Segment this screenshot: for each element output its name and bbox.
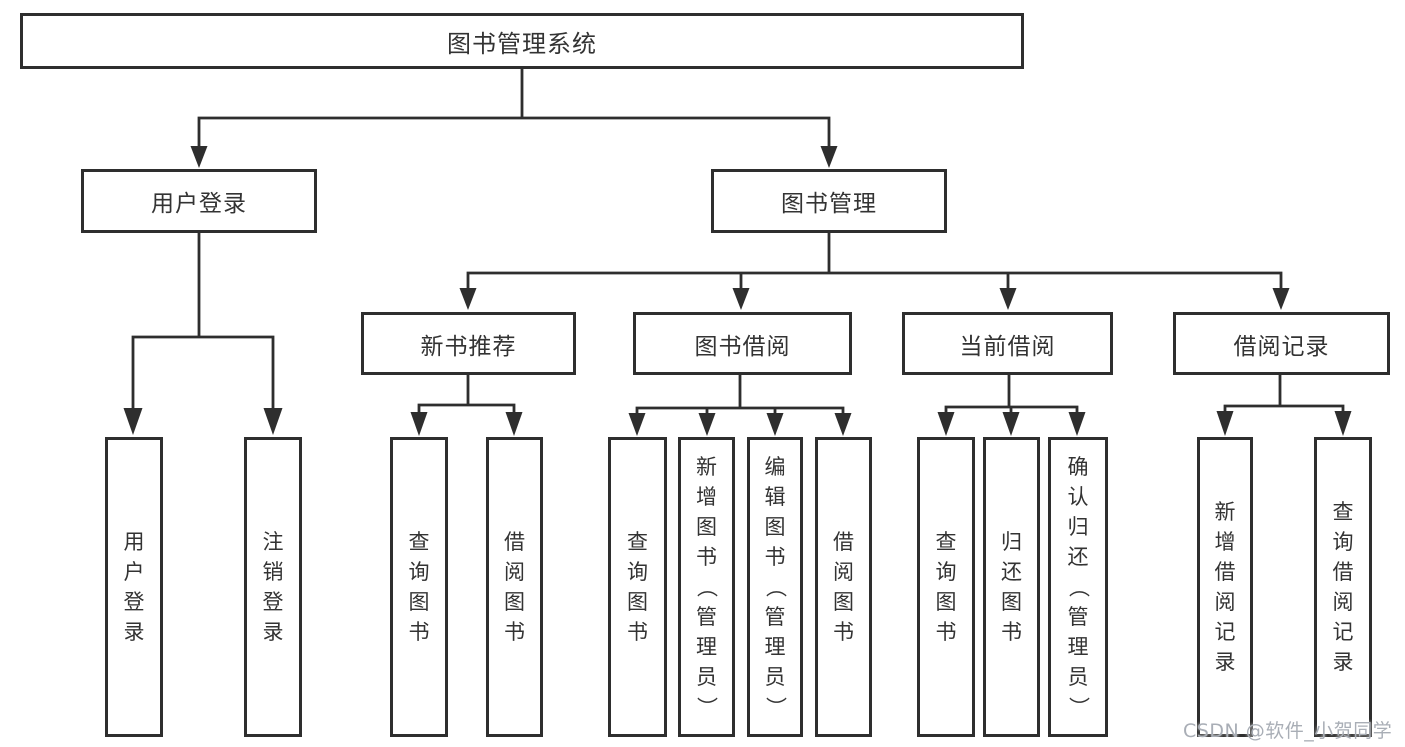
connector-root-split <box>197 116 831 148</box>
node-leaf-add-borrow-record: 新增借阅记录 <box>1197 437 1253 737</box>
node-leaf-query-borrow-record: 查询借阅记录 <box>1314 437 1372 737</box>
node-leaf-user-login: 用户登录 <box>105 437 163 737</box>
node-leaf-logout: 注销登录 <box>244 437 302 737</box>
node-borrow-records: 借阅记录 <box>1173 312 1390 375</box>
node-current-borrowing: 当前借阅 <box>902 312 1113 375</box>
connector-newbook-split <box>417 403 516 414</box>
node-library-system: 图书管理系统 <box>20 13 1024 69</box>
node-label: 用户登录 <box>151 191 247 217</box>
node-label: 图书管理 <box>781 191 877 217</box>
csdn-watermark: CSDN @软件_小贺同学 <box>1183 720 1393 742</box>
node-label: 当前借阅 <box>959 333 1056 360</box>
node-book-borrowing: 图书借阅 <box>633 312 852 375</box>
arrowheads <box>123 146 1352 436</box>
node-leaf-borrow-books-2: 借阅图书 <box>815 437 872 737</box>
node-user-login: 用户登录 <box>81 169 317 233</box>
node-leaf-add-book-admin: 新增图书（管理员） <box>678 437 735 737</box>
node-leaf-query-books-2: 查询图书 <box>608 437 667 737</box>
node-label: 新书推荐 <box>420 333 517 360</box>
node-label: 图书借阅 <box>694 333 791 360</box>
node-label: 借阅记录 <box>1233 333 1330 360</box>
node-leaf-query-books-3: 查询图书 <box>917 437 975 737</box>
node-leaf-borrow-books-1: 借阅图书 <box>486 437 543 737</box>
node-leaf-return-books: 归还图书 <box>983 437 1040 737</box>
connector-bookborrow-split <box>635 406 845 414</box>
connector-records-split <box>1223 404 1345 412</box>
node-label: 图书管理系统 <box>447 29 597 58</box>
node-leaf-edit-book-admin: 编辑图书（管理员） <box>747 437 803 737</box>
node-leaf-query-books-1: 查询图书 <box>390 437 448 737</box>
node-leaf-confirm-return-admin: 确认归还（管理员） <box>1048 437 1108 737</box>
node-book-management: 图书管理 <box>711 169 947 233</box>
connector-userlogin-split <box>131 335 275 409</box>
node-new-book-recommend: 新书推荐 <box>361 312 576 375</box>
connector-bookmgmt-split <box>466 271 1283 289</box>
